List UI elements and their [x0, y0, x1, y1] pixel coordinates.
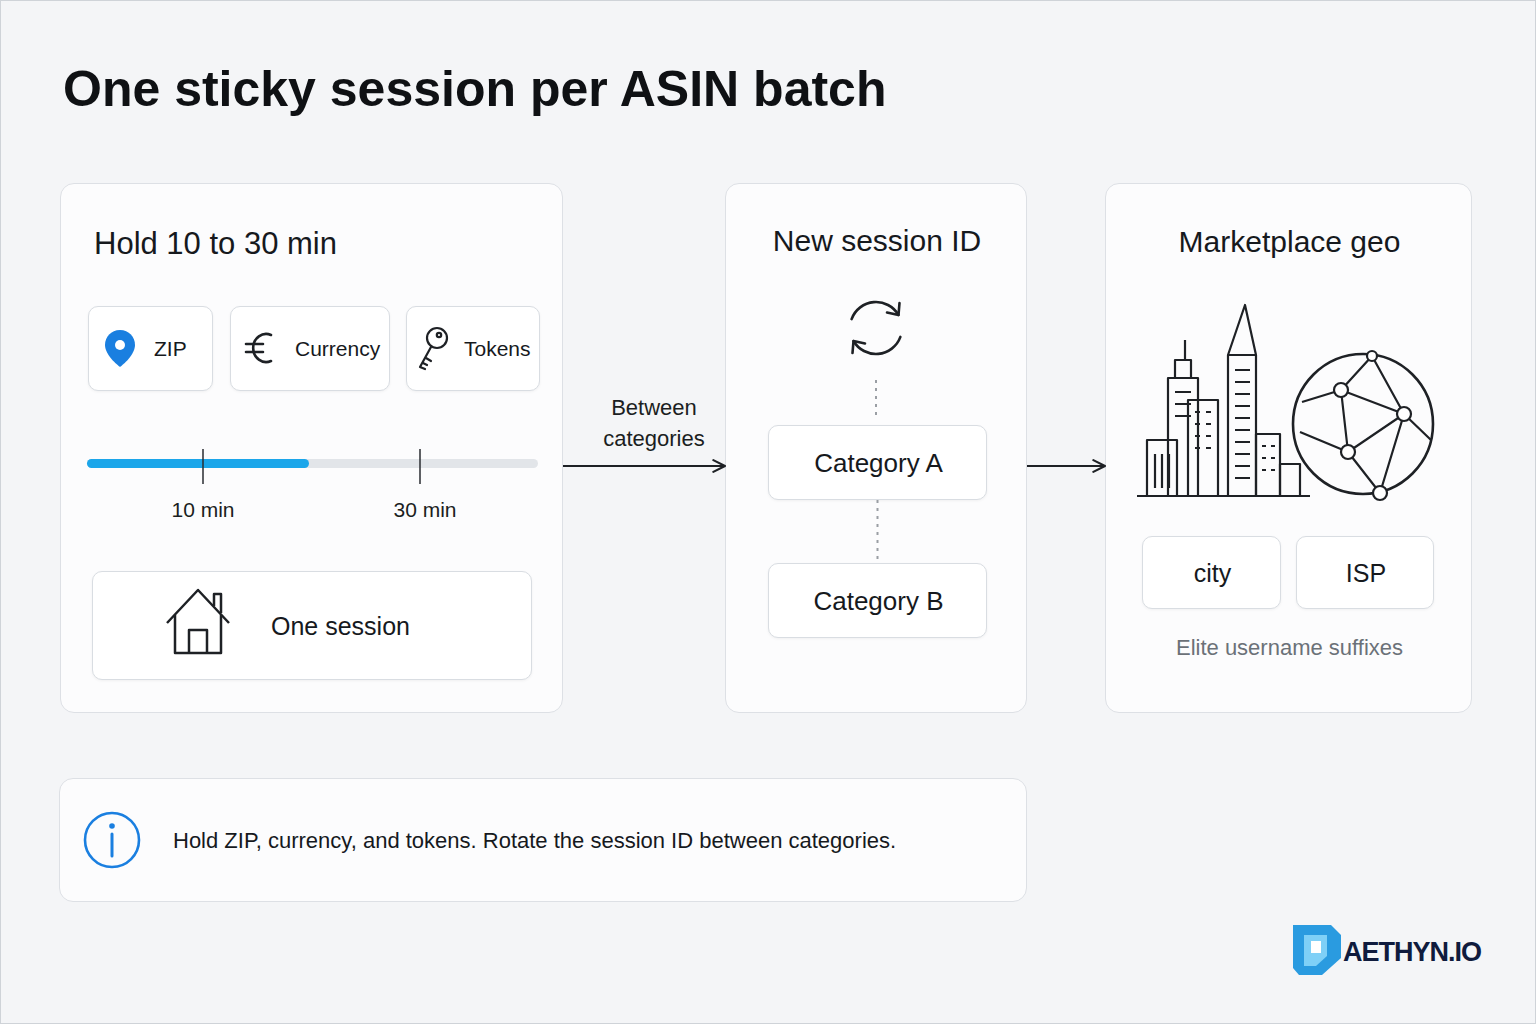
tick-label: 10 min — [153, 495, 253, 525]
watermark: AETHYN.IO — [1343, 934, 1513, 970]
session-box: One session — [92, 571, 532, 680]
node-label: Tokens — [464, 307, 540, 392]
city-illustration-part — [1184, 340, 1186, 360]
city-illustration-part — [1188, 400, 1218, 496]
location-pin-icon-part — [105, 330, 135, 367]
city-illustration-part — [1137, 495, 1310, 497]
chip-box: Tokens — [406, 306, 540, 391]
key-icon-part — [437, 333, 441, 337]
progress-bar-part — [87, 459, 538, 468]
chip-box: Currency — [230, 306, 390, 391]
info-icon-part — [111, 834, 114, 856]
info-icon-part — [109, 823, 115, 829]
node-label: ISP — [1297, 537, 1435, 610]
info-icon-part — [85, 813, 139, 867]
euro-icon-part — [253, 334, 271, 362]
geo-chip: ISP — [1296, 536, 1434, 609]
house-icon-part — [167, 590, 229, 623]
key-icon — [420, 328, 447, 369]
node-subtext: Elite username suffixes — [1106, 633, 1473, 663]
city-illustration-part — [1262, 446, 1275, 470]
city-illustration-part — [1256, 434, 1280, 496]
node-label: Currency — [295, 307, 389, 392]
globe-network-icon-part — [1373, 486, 1387, 500]
city-illustration-part — [1155, 454, 1169, 488]
geo-chip: city — [1142, 536, 1281, 609]
location-pin-icon — [105, 330, 135, 367]
progress-bar-part — [87, 459, 309, 468]
logo-mark — [1293, 925, 1341, 975]
euro-icon-part — [246, 344, 263, 352]
tick-label: 30 min — [375, 495, 475, 525]
node-label: ZIP — [154, 307, 212, 392]
edge-label: Between categories — [589, 392, 719, 454]
panel-box: cityISP Marketplace geoElite username suf… — [1105, 183, 1472, 713]
progress-bar-part — [419, 449, 421, 484]
category-box: Category A — [768, 425, 987, 500]
category-box: Category B — [768, 563, 987, 638]
house-icon-part — [214, 594, 221, 613]
globe-network-icon-part — [1293, 354, 1433, 494]
refresh-icon-part — [887, 303, 900, 315]
node-label: Marketplace geo — [1106, 222, 1473, 262]
house-icon — [167, 590, 229, 653]
logo-mark-part — [1311, 941, 1321, 953]
house-icon-part — [189, 630, 207, 653]
arrow-connector — [1027, 465, 1105, 467]
diagram-title: One sticky session per ASIN batch — [63, 60, 886, 118]
refresh-icon-part — [853, 341, 866, 353]
city-illustration-part — [1175, 392, 1191, 416]
refresh-icon-part — [852, 302, 899, 319]
city-illustration-part — [1147, 440, 1177, 496]
leader-line-part — [875, 380, 877, 420]
key-icon-part — [427, 328, 447, 348]
city-illustration-part — [1228, 355, 1256, 496]
leader-line — [876, 380, 877, 420]
dashed-connector — [877, 500, 879, 563]
globe-network-icon-part — [1300, 356, 1431, 493]
location-pin-icon-part — [115, 340, 125, 350]
city-illustration-part — [1175, 360, 1191, 378]
node-label: city — [1143, 537, 1282, 610]
node-label: One session — [271, 572, 521, 681]
panel-box: Category A Category B New session ID — [725, 183, 1027, 713]
node-label: New session ID — [726, 221, 1028, 261]
house-icon-part — [175, 615, 221, 653]
city-illustration-part — [1280, 464, 1300, 496]
logo-mark-part — [1293, 925, 1341, 975]
globe-network-icon — [1293, 351, 1433, 500]
logo-mark-part — [1304, 935, 1327, 966]
panel-box: ZIP Currency TokensOne session Hold 10 to 3… — [60, 183, 563, 713]
node-label: Category A — [769, 426, 988, 501]
arrow-connector — [563, 465, 725, 467]
globe-network-icon-part — [1367, 351, 1377, 361]
globe-network-icon-part — [1334, 383, 1348, 397]
city-illustration — [1137, 305, 1310, 496]
city-illustration-part — [1235, 370, 1250, 478]
refresh-icon — [852, 302, 901, 354]
globe-network-icon-part — [1341, 445, 1355, 459]
node-label: Hold ZIP, currency, and tokens. Rotate t… — [173, 779, 1018, 903]
city-illustration-part — [1228, 305, 1256, 355]
city-illustration-part — [1195, 412, 1211, 448]
node-label: Category B — [769, 564, 988, 639]
city-illustration-part — [1168, 378, 1198, 496]
progress-bar-part — [202, 449, 204, 484]
info-icon — [85, 813, 139, 867]
node-label: Hold 10 to 30 min — [94, 224, 544, 264]
euro-icon — [246, 334, 271, 362]
progress-bar — [87, 449, 538, 484]
refresh-icon-part — [854, 337, 901, 354]
globe-network-icon-part — [1397, 407, 1411, 421]
chip-box: ZIP — [88, 306, 213, 391]
info-box: Hold ZIP, currency, and tokens. Rotate t… — [59, 778, 1027, 902]
key-icon-part — [420, 347, 431, 369]
